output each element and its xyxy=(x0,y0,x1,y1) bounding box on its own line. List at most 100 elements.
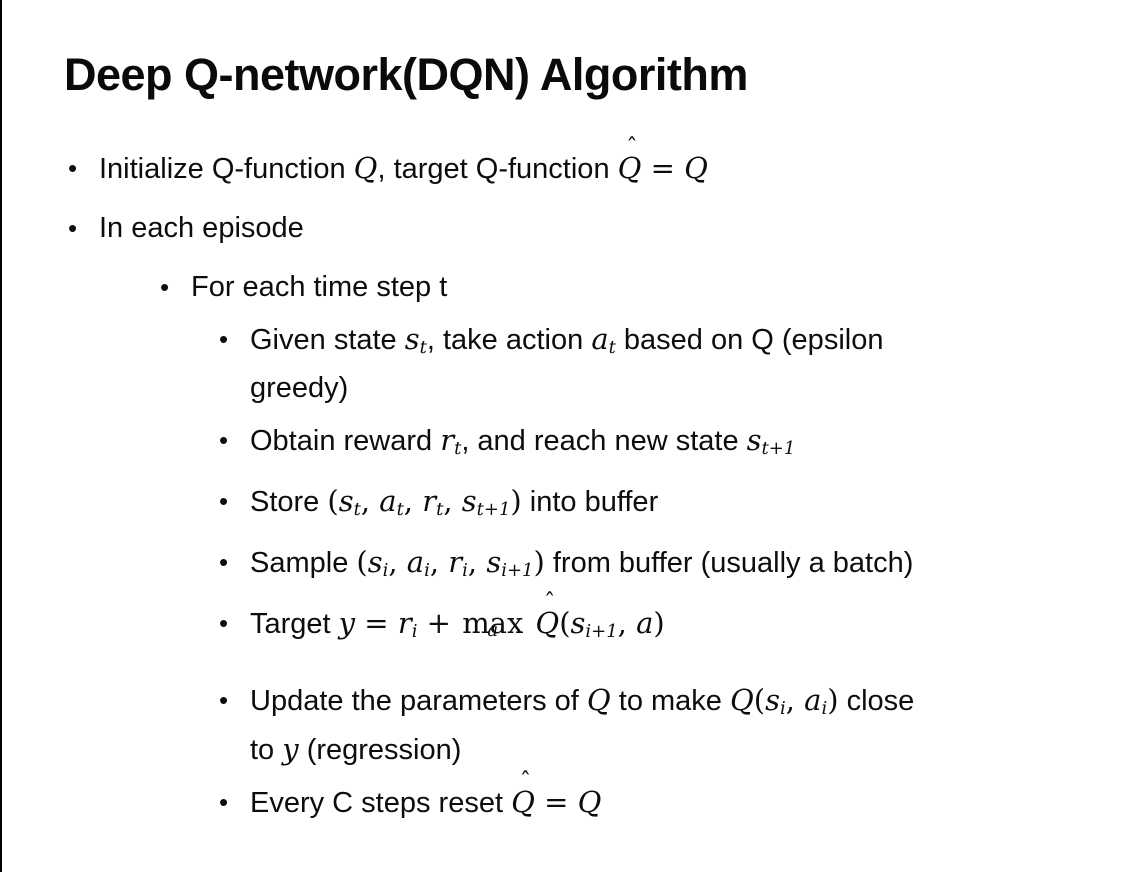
text-run: into buffer xyxy=(521,485,659,518)
math-symbol: , xyxy=(429,544,449,579)
bullet-icon: • xyxy=(68,213,78,243)
bullet-list: • Initialize Q-function Q, target Q-funct… xyxy=(64,136,1108,823)
math-variable: y xyxy=(282,731,299,766)
bullet-item: •Sample (si, ai, ri, si+1) from buffer (… xyxy=(64,542,1108,591)
math-variable: a xyxy=(804,682,822,717)
bullet-line: Given state st, take action at based on … xyxy=(250,319,1108,368)
bullet-text: Store (st, at, rt, st+1) into buffer xyxy=(64,481,1108,530)
math-symbol: ( xyxy=(559,605,571,640)
text-run: based on Q (epsilon xyxy=(615,324,884,356)
math-symbol: , xyxy=(388,544,407,579)
text-run: Every C steps reset xyxy=(250,786,512,819)
text-run: from buffer (usually a batch) xyxy=(544,546,914,579)
math-symbol: + xyxy=(417,605,461,640)
math-variable: s xyxy=(746,422,762,457)
bullet-item: • Initialize Q-function Q, target Q-funct… xyxy=(64,136,1108,189)
bullet-line: In each episode xyxy=(99,208,1108,248)
math-symbol: , xyxy=(617,605,637,640)
bullet-item: • In each episode xyxy=(64,208,1108,248)
slide-title: Deep Q-network(DQN) Algorithm xyxy=(64,49,748,100)
math-variable: s xyxy=(404,322,420,356)
math-subscript: t xyxy=(419,336,427,358)
bullet-text: Sample (si, ai, ri, si+1) from buffer (u… xyxy=(64,542,1108,591)
math-symbol: , xyxy=(785,682,805,717)
text-run: Sample xyxy=(250,546,357,579)
math-variable: s xyxy=(486,544,502,579)
operator-subscript: a xyxy=(487,619,499,641)
bullet-text: In each episode xyxy=(64,208,1108,248)
math-variable: s xyxy=(367,544,383,579)
math-variable: a xyxy=(406,544,425,579)
text-run: Store xyxy=(250,485,328,518)
math-variable: s xyxy=(765,682,780,717)
text-run xyxy=(527,608,535,640)
text-run: to xyxy=(250,733,283,766)
math-variable: Q xyxy=(729,682,754,717)
math-symbol: = xyxy=(534,784,578,819)
text-run: Given state xyxy=(250,324,405,356)
operator-name: max xyxy=(462,605,524,640)
bullet-line: greedy) xyxy=(250,368,1108,408)
bullet-line: For each time step t xyxy=(191,267,1108,307)
bullet-icon: • xyxy=(219,424,229,455)
math-variable: Q xyxy=(577,784,602,819)
math-symbol: ) xyxy=(510,483,522,518)
bullet-icon: • xyxy=(219,324,229,354)
bullet-text: Given state st, take action at based on … xyxy=(64,319,1108,408)
bullet-line: Sample (si, ai, ri, si+1) from buffer (u… xyxy=(250,542,1108,591)
math-variable: s xyxy=(461,483,477,518)
hat-accent-icon: ˆ xyxy=(626,134,638,162)
math-subscript: t xyxy=(608,336,616,358)
math-subscript: i xyxy=(821,697,828,719)
math-variable: Q xyxy=(684,151,708,185)
bullet-line: Update the parameters of Q to make Q(si,… xyxy=(250,680,1108,729)
hat-accent-icon: ˆ xyxy=(519,768,532,796)
text-run: to make xyxy=(610,684,730,717)
math-subscript: i+1 xyxy=(501,559,534,581)
bullet-text: For each time step t xyxy=(64,267,1108,307)
bullet-item: •Store (st, at, rt, st+1) into buffer xyxy=(64,481,1108,530)
text-run: greedy) xyxy=(250,371,349,404)
text-run: close xyxy=(838,684,915,717)
math-subscript: t+1 xyxy=(761,437,796,459)
math-variable: r xyxy=(448,544,463,579)
math-subscript: i xyxy=(411,620,418,642)
bullet-icon: • xyxy=(68,153,78,183)
bullet-icon: • xyxy=(219,786,229,817)
math-subscript: i xyxy=(779,697,786,719)
math-symbol: , xyxy=(360,483,380,518)
math-symbol: = xyxy=(355,605,398,640)
math-symbol: ) xyxy=(533,544,545,579)
math-subscript: i xyxy=(382,559,389,581)
bullet-item: • Given state st, take action at based on… xyxy=(64,319,1108,408)
math-subscript: t xyxy=(436,498,444,520)
bullet-line: Initialize Q-function Q, target Q-functi… xyxy=(99,136,1108,189)
math-subscript: t xyxy=(353,498,361,520)
math-symbol: = xyxy=(641,151,685,185)
math-variable: a xyxy=(636,605,654,640)
math-variable: r xyxy=(397,605,412,640)
text-run: For each time step t xyxy=(191,271,448,303)
math-subscript: t xyxy=(396,498,404,520)
math-variable: r xyxy=(422,483,437,518)
math-symbol: ( xyxy=(753,682,766,717)
text-run: Initialize Q-function xyxy=(99,153,354,185)
text-run: , take action xyxy=(426,324,592,356)
math-variable: s xyxy=(338,483,354,518)
bullet-icon: • xyxy=(160,272,170,302)
math-variable: y xyxy=(338,605,356,640)
math-subscript: i+1 xyxy=(585,620,618,642)
math-variable: r xyxy=(440,422,455,457)
bullet-icon: • xyxy=(219,607,229,638)
math-symbol: ( xyxy=(356,544,368,579)
bullet-icon: • xyxy=(219,485,229,516)
math-variable: Q xyxy=(586,682,611,717)
bullet-icon: • xyxy=(219,684,229,715)
